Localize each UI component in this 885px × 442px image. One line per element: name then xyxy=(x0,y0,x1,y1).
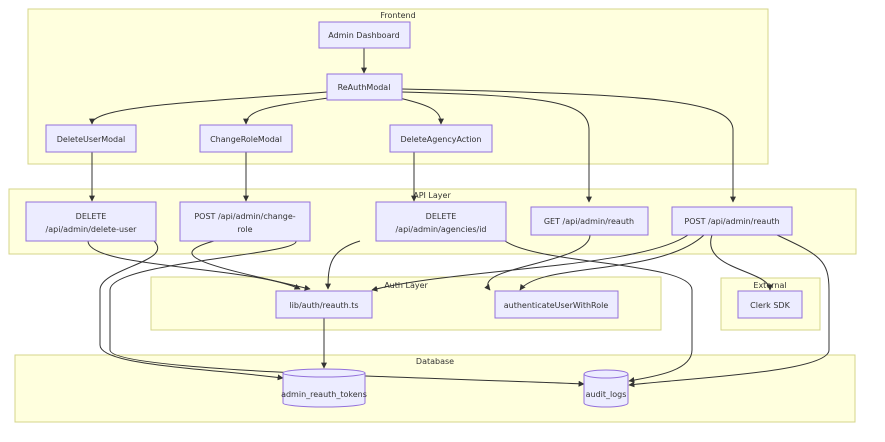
admin-dashboard-label: Admin Dashboard xyxy=(328,31,399,40)
node-admin-dashboard[interactable]: Admin Dashboard xyxy=(318,21,411,49)
node-post-reauth-api[interactable]: POST /api/admin/reauth xyxy=(671,206,793,236)
delete-agency-api-line-1: DELETE xyxy=(426,212,457,221)
change-role-api-line-1: POST /api/admin/change- xyxy=(194,212,295,221)
authenticate-user-label: authenticateUserWithRole xyxy=(504,301,609,310)
node-delete-user-api[interactable]: DELETE /api/admin/delete-user xyxy=(25,201,157,242)
node-change-role-api[interactable]: POST /api/admin/change- role xyxy=(179,201,311,242)
node-delete-agency-action[interactable]: DeleteAgencyAction xyxy=(389,124,493,153)
post-reauth-api-label: POST /api/admin/reauth xyxy=(684,217,779,226)
admin-reauth-tokens-label: admin_reauth_tokens xyxy=(281,390,367,399)
node-delete-user-modal[interactable]: DeleteUserModal xyxy=(45,124,137,153)
delete-agency-action-label: DeleteAgencyAction xyxy=(400,135,481,144)
node-change-role-modal[interactable]: ChangeRoleModal xyxy=(199,124,293,153)
edge-post-reauth-to-lib xyxy=(371,234,689,292)
edge-reauthmodal-to-changerolemodal xyxy=(243,96,336,125)
edge-post-reauth-to-clerk xyxy=(710,234,773,291)
node-admin-reauth-tokens[interactable]: admin_reauth_tokens xyxy=(281,368,367,408)
cluster-label-database: Database xyxy=(416,357,454,366)
edges xyxy=(87,48,830,388)
cluster-database: Database xyxy=(14,354,856,423)
clerk-sdk-label: Clerk SDK xyxy=(750,301,790,310)
edge-reauthmodal-to-deleteusermodal xyxy=(89,91,328,125)
change-role-modal-label: ChangeRoleModal xyxy=(210,135,282,144)
get-reauth-api-label: GET /api/admin/reauth xyxy=(544,217,634,226)
node-clerk-sdk[interactable]: Clerk SDK xyxy=(737,290,803,319)
edge-post-reauth-to-authenticate xyxy=(519,234,705,291)
edge-delete-user-to-reauth-tokens xyxy=(99,240,284,381)
delete-agency-api-line-2: /api/admin/agencies/id xyxy=(395,225,486,234)
edge-post-reauth-to-audit-logs xyxy=(628,234,830,388)
delete-user-api-line-1: DELETE xyxy=(76,212,107,221)
edge-delete-agency-to-audit-logs xyxy=(504,240,693,383)
delete-user-modal-label: DeleteUserModal xyxy=(57,135,126,144)
edge-reauthmodal-to-deleteagencyaction xyxy=(394,96,444,125)
delete-user-api-line-2: /api/admin/delete-user xyxy=(46,225,138,234)
edge-reauthmodal-to-get-reauth xyxy=(401,91,592,203)
cluster-label-auth-layer: Auth Layer xyxy=(384,281,428,290)
edge-change-role-to-audit-logs xyxy=(109,240,585,387)
node-delete-agency-api[interactable]: DELETE /api/admin/agencies/id xyxy=(375,201,507,242)
change-role-api-line-2: role xyxy=(237,225,252,234)
node-reauth-modal[interactable]: ReAuthModal xyxy=(326,73,403,101)
edge-delete-agency-to-lib xyxy=(325,240,361,290)
node-audit-logs[interactable]: audit_logs xyxy=(583,369,629,408)
node-lib-reauth[interactable]: lib/auth/reauth.ts xyxy=(275,290,373,319)
edge-get-reauth-to-authenticate xyxy=(484,234,591,291)
cluster-label-api-layer: API Layer xyxy=(413,191,451,200)
edge-reauthmodal-to-post-reauth xyxy=(401,88,736,203)
node-get-reauth-api[interactable]: GET /api/admin/reauth xyxy=(530,206,649,236)
edge-change-role-to-lib xyxy=(191,240,311,291)
node-authenticate-user[interactable]: authenticateUserWithRole xyxy=(494,290,619,319)
reauth-modal-label: ReAuthModal xyxy=(338,83,391,92)
lib-reauth-label: lib/auth/reauth.ts xyxy=(289,301,358,310)
audit-logs-label: audit_logs xyxy=(586,390,627,399)
cluster-label-frontend: Frontend xyxy=(380,11,415,20)
